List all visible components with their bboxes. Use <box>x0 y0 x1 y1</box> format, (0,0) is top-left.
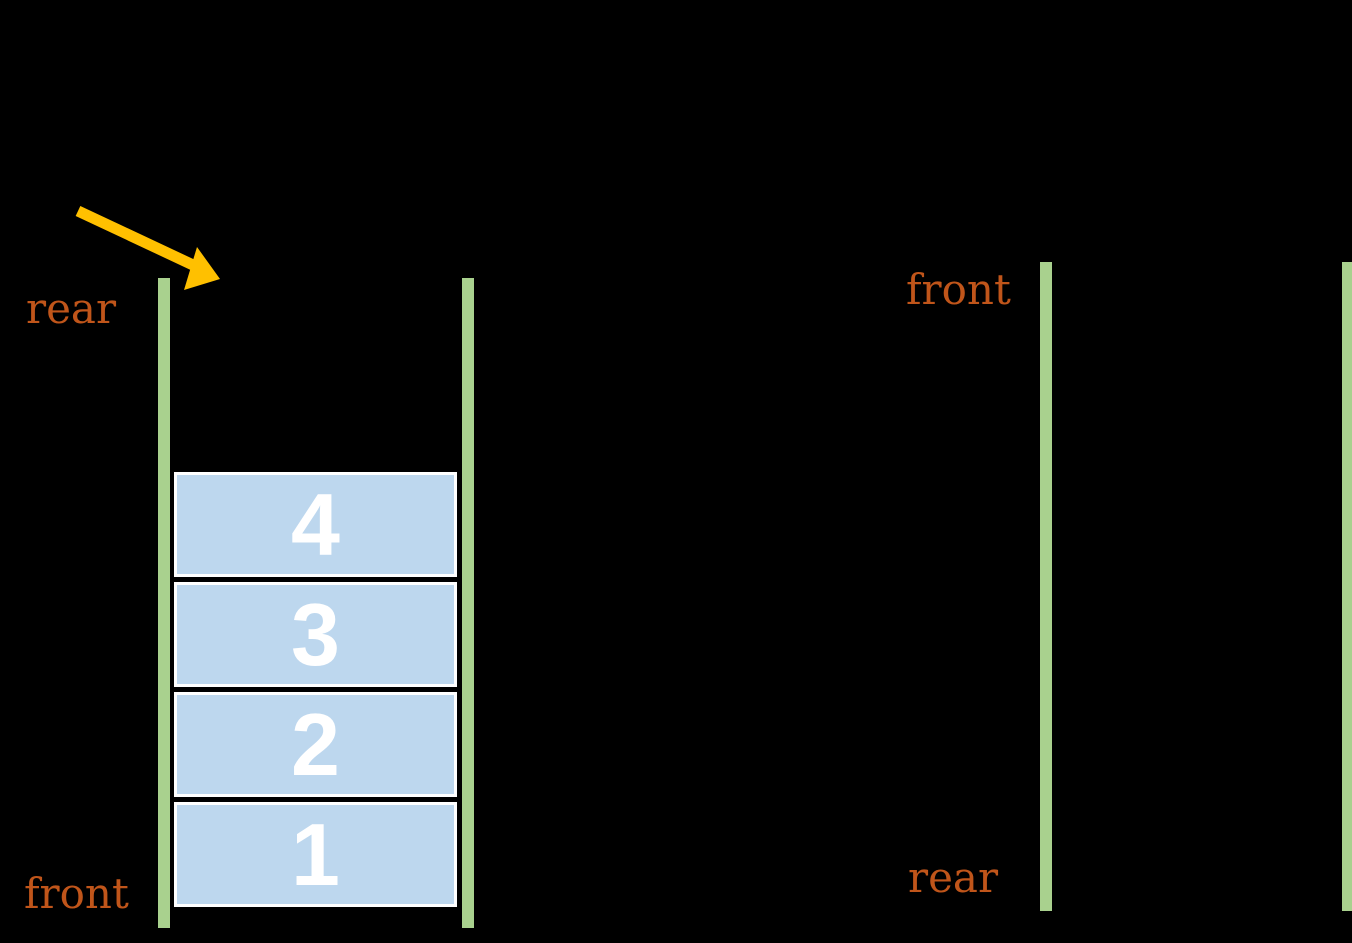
stack1-cells: 4 3 2 1 <box>174 472 457 907</box>
stack1-cell: 4 <box>174 472 457 577</box>
stack1-cell: 2 <box>174 692 457 797</box>
stack1-cell: 3 <box>174 582 457 687</box>
insert-arrow-svg <box>75 206 220 290</box>
stack1-right-rail <box>462 278 474 928</box>
stack2-front-label: front <box>906 265 1011 314</box>
stack2-left-rail <box>1040 262 1052 911</box>
stack1-rear-label: rear <box>26 284 117 333</box>
stack2-rear-label: rear <box>908 853 999 902</box>
stack1-front-label: front <box>24 869 129 918</box>
insert-arrow-icon <box>60 195 240 295</box>
stack1-left-rail <box>158 278 170 928</box>
stack1-cell: 1 <box>174 802 457 907</box>
stack2-right-rail <box>1342 262 1352 911</box>
